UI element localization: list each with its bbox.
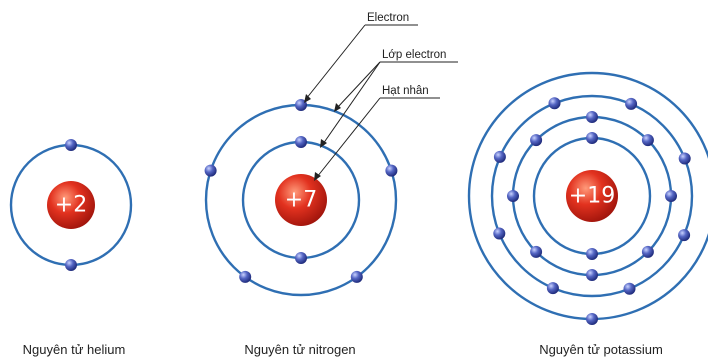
electron [493, 227, 506, 240]
electron [295, 136, 307, 148]
nitrogen-nucleus [275, 174, 327, 226]
label-nucleus: Hạt nhân [382, 85, 429, 97]
electron [586, 132, 598, 144]
electron [586, 111, 598, 123]
electron [641, 134, 654, 147]
electron [65, 259, 77, 271]
electron [548, 97, 561, 110]
nitrogen-caption: Nguyên tử nitrogen [244, 342, 355, 357]
electron [507, 190, 519, 202]
nitrogen-nucleus-charge: +7 [285, 188, 317, 213]
callout-electron: Electron [304, 12, 418, 103]
electron [678, 229, 691, 242]
helium-nucleus [47, 181, 95, 229]
electron [641, 245, 654, 258]
potassium-atom: +19 Nguyên tử potassium [467, 71, 708, 357]
electron [625, 97, 638, 110]
electron [65, 139, 77, 151]
potassium-nucleus [566, 170, 618, 222]
helium-caption: Nguyên tử helium [23, 342, 126, 357]
potassium-caption: Nguyên tử potassium [539, 342, 663, 357]
electron [623, 282, 636, 295]
electron [586, 269, 598, 281]
electron [678, 152, 691, 165]
helium-atom: +2 Nguyên tử helium [9, 139, 133, 357]
potassium-shell-3 [490, 94, 694, 298]
electron [204, 164, 217, 177]
leader-shell-inner [322, 61, 381, 145]
label-electron: Electron [367, 12, 409, 24]
label-shell: Lớp electron [382, 49, 446, 61]
electron [530, 245, 543, 258]
electron [295, 252, 307, 264]
potassium-nucleus-charge: +19 [569, 184, 615, 209]
electron [493, 150, 506, 163]
electron [665, 190, 677, 202]
callout-nucleus: Hạt nhân [314, 85, 440, 181]
callout-shell: Lớp electron [320, 49, 458, 148]
electron [295, 99, 307, 111]
electron [350, 270, 363, 283]
electron [530, 134, 543, 147]
leader-electron [305, 24, 366, 100]
electron [586, 313, 598, 325]
electron [385, 164, 398, 177]
leader-shell-outer [336, 61, 381, 109]
electron [239, 270, 252, 283]
leader-nucleus [316, 97, 381, 178]
nitrogen-atom: +7 Nguyên tử nitrogen [204, 99, 398, 357]
helium-nucleus-charge: +2 [55, 193, 87, 218]
electron [586, 248, 598, 260]
electron [546, 282, 559, 295]
